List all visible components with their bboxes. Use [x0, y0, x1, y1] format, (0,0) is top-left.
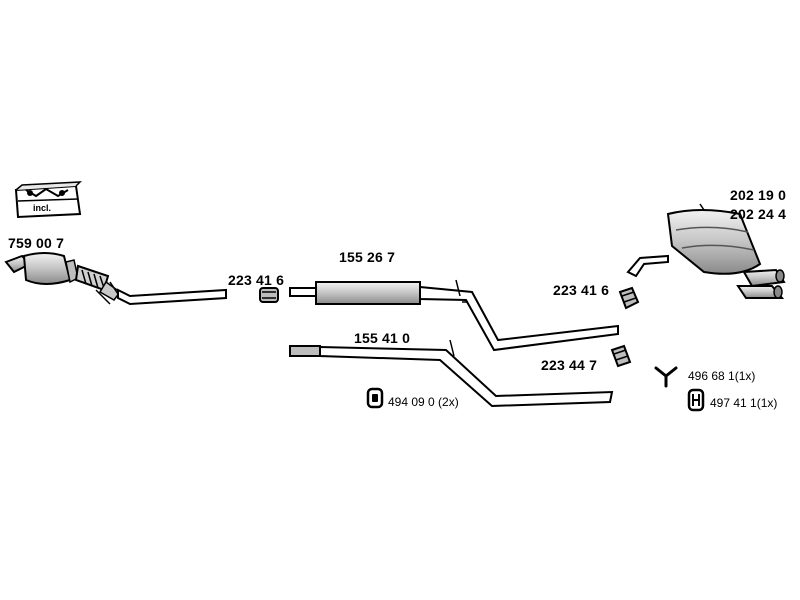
- rubber-mount-icon[interactable]: [366, 387, 384, 409]
- label-rubber-mount: 494 09 0 (2x): [388, 395, 459, 409]
- fitting-kit-icon[interactable]: [14, 181, 82, 219]
- alt-pipe[interactable]: [289, 339, 614, 408]
- h-mount-icon[interactable]: [687, 388, 705, 412]
- label-rear-clamp-alt: 223 44 7: [541, 357, 598, 373]
- label-middle-silencer: 155 26 7: [339, 249, 396, 265]
- label-h-mount: 497 41 1(1x): [710, 396, 778, 410]
- label-y-bracket: 496 68 1(1x): [688, 369, 756, 383]
- catalytic-converter[interactable]: [4, 252, 227, 306]
- rear-clamp-alt[interactable]: [610, 344, 632, 368]
- middle-silencer[interactable]: [289, 279, 619, 352]
- rear-silencer[interactable]: [626, 203, 786, 299]
- label-rear-silencer-b: 202 24 4: [730, 206, 787, 222]
- label-rear-clamp: 223 41 6: [553, 282, 610, 298]
- label-front-clamp: 223 41 6: [228, 272, 285, 288]
- label-catalytic-converter: 759 00 7: [8, 235, 65, 251]
- rear-clamp[interactable]: [618, 286, 640, 310]
- kit-badge-label: incl.: [33, 203, 52, 213]
- front-clamp[interactable]: [259, 287, 279, 303]
- label-rear-silencer-a: 202 19 0: [730, 187, 787, 203]
- label-alt-pipe: 155 41 0: [354, 330, 411, 346]
- y-bracket-icon[interactable]: [654, 366, 678, 388]
